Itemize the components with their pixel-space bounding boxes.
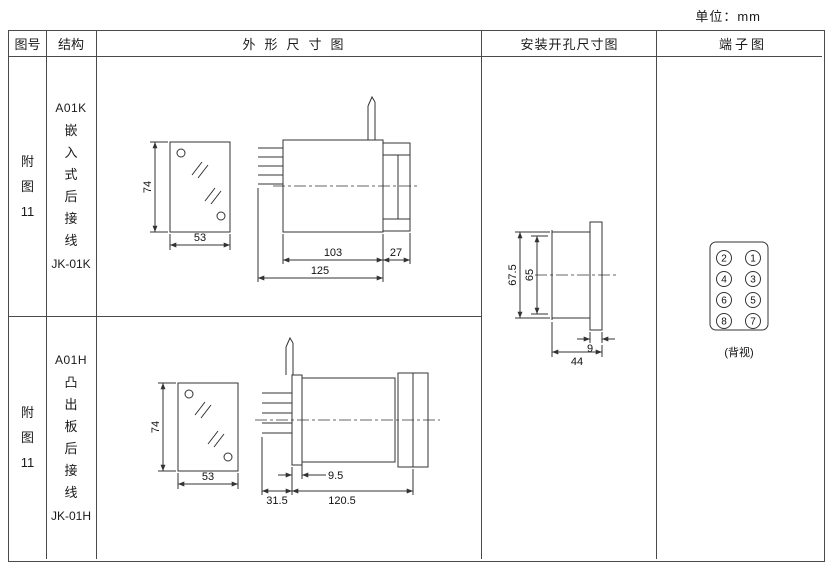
header-outline: 外形尺寸图: [242, 37, 353, 52]
structure-cell-row2: A01H 凸出板后接线 JK-01H: [46, 316, 96, 559]
rear-tab-top: [382, 142, 411, 156]
terminal-number: 4: [721, 275, 727, 286]
terminal-block-outline: [709, 241, 769, 331]
mount-type-row2: 凸出板后接线: [64, 374, 78, 500]
relay-rear-section: [589, 221, 603, 331]
terminal-number: 8: [721, 317, 727, 328]
terminal-circle: [716, 271, 732, 287]
header-divider: [9, 56, 822, 57]
terminal-number: 5: [750, 296, 756, 307]
dimension-depth-rear-total: 103 27 125: [257, 188, 411, 282]
dim-label-width: 53: [194, 232, 206, 244]
hatch-marks-icon: [194, 401, 225, 448]
terminal-diagram: 2 1 4 3 6 5 8 7 (背视): [709, 241, 769, 359]
latch-icon: [367, 95, 376, 140]
dim-label-height: 74: [142, 181, 154, 193]
terminal-circle: [745, 292, 761, 308]
dimension-height: 74: [150, 382, 176, 472]
header-mounting: 安装开孔尺寸图: [520, 37, 619, 52]
terminal-number: 2: [721, 254, 727, 265]
dimension-slot-width: 9: [577, 332, 615, 355]
front-view-panel: [169, 141, 231, 233]
terminal-circle: [716, 313, 732, 329]
col-divider-structure: [96, 31, 97, 559]
mount-type-row1: 嵌入式后接线: [64, 123, 78, 248]
figure-line: 图: [20, 178, 34, 194]
dimension-width: 53: [169, 232, 231, 250]
figure-line: 附: [20, 405, 34, 420]
dim-label-depth: 103: [324, 247, 342, 259]
mounting-hole-icon: [176, 148, 186, 158]
dimension-plate-front-total: 9.5 31.5 120.5: [261, 437, 414, 507]
terminal-pins-icon: [262, 392, 292, 434]
side-view-body: [255, 336, 440, 468]
header-terminal: 端子图: [718, 37, 767, 52]
dim-label-width: 44: [571, 356, 583, 368]
hatch-marks-icon: [191, 161, 222, 205]
dim-label-inner-height: 65: [524, 269, 536, 281]
mounting-hole-icon: [223, 452, 233, 462]
latch-icon: [285, 336, 294, 375]
dimension-width: 53: [177, 471, 239, 489]
row-divider: [9, 316, 481, 317]
dim-label-slot-width: 9: [587, 343, 593, 355]
spec-table: 图号 结构 外形尺寸图 安装开孔尺寸图 端子图 附 图 11 A01K 嵌入式后…: [8, 30, 825, 562]
structure-cell-row1: A01K 嵌入式后接线 JK-01K: [46, 56, 96, 316]
rear-tab-bottom: [382, 218, 411, 232]
model-label-row2: A01H: [54, 352, 88, 367]
side-view-body: [258, 95, 417, 233]
front-view-panel: [177, 382, 239, 472]
dim-label-total: 125: [311, 265, 329, 277]
terminal-number: 1: [750, 254, 756, 265]
figure-line: 图: [20, 430, 34, 445]
mounting-hole-icon: [216, 211, 226, 221]
unit-label: 单位：mm: [695, 9, 761, 24]
dimension-height: 74: [142, 141, 168, 233]
dim-label-rear: 27: [390, 247, 402, 259]
header-structure: 结构: [57, 37, 84, 52]
col-divider-mounting: [656, 31, 657, 559]
terminal-circle: [716, 292, 732, 308]
dim-label-plate: 9.5: [328, 470, 343, 482]
figure-cell-row1: 附 图 11: [9, 56, 46, 316]
dimension-width: 44: [551, 322, 603, 368]
figure-line: 附: [20, 153, 34, 169]
terminal-circle: [745, 271, 761, 287]
terminal-number: 7: [750, 317, 756, 328]
col-divider-outline: [481, 31, 482, 559]
dim-label-front: 31.5: [266, 495, 287, 507]
dimension-inner-height: 65: [524, 235, 548, 315]
terminal-circle: [745, 313, 761, 329]
cutout-section: [535, 221, 617, 331]
figure-cell-row2: 附 图 11: [9, 316, 46, 559]
figure-line: 11: [20, 455, 35, 470]
model-label-row1: A01K: [55, 101, 87, 115]
dim-label-outer-height: 67.5: [507, 264, 519, 285]
header-figure: 图号: [14, 37, 41, 52]
rear-plate: [397, 155, 411, 219]
terminal-number: 3: [750, 275, 756, 286]
terminal-number: 6: [721, 296, 727, 307]
outline-drawing-a01h: 74 53 9.5 31.5 120.5: [150, 336, 440, 507]
terminal-circle: [745, 250, 761, 266]
code-label-row2: JK-01H: [50, 508, 91, 523]
outline-drawing-a01k: 74 53 103 27 125: [142, 95, 417, 282]
back-view-caption: (背视): [724, 345, 753, 359]
dim-label-width: 53: [202, 471, 214, 483]
dim-label-height: 74: [150, 421, 162, 433]
code-label-row1: JK-01K: [51, 257, 91, 271]
terminal-pins-icon: [258, 147, 283, 185]
figure-line: 11: [20, 203, 35, 219]
terminal-circle: [716, 250, 732, 266]
mounting-hole-icon: [184, 389, 194, 399]
dim-label-total: 120.5: [328, 495, 356, 507]
col-divider-figure: [46, 31, 47, 559]
mounting-hole-drawing: 67.5 65 9 44: [507, 221, 617, 368]
dimension-outer-height: 67.5: [507, 231, 550, 319]
